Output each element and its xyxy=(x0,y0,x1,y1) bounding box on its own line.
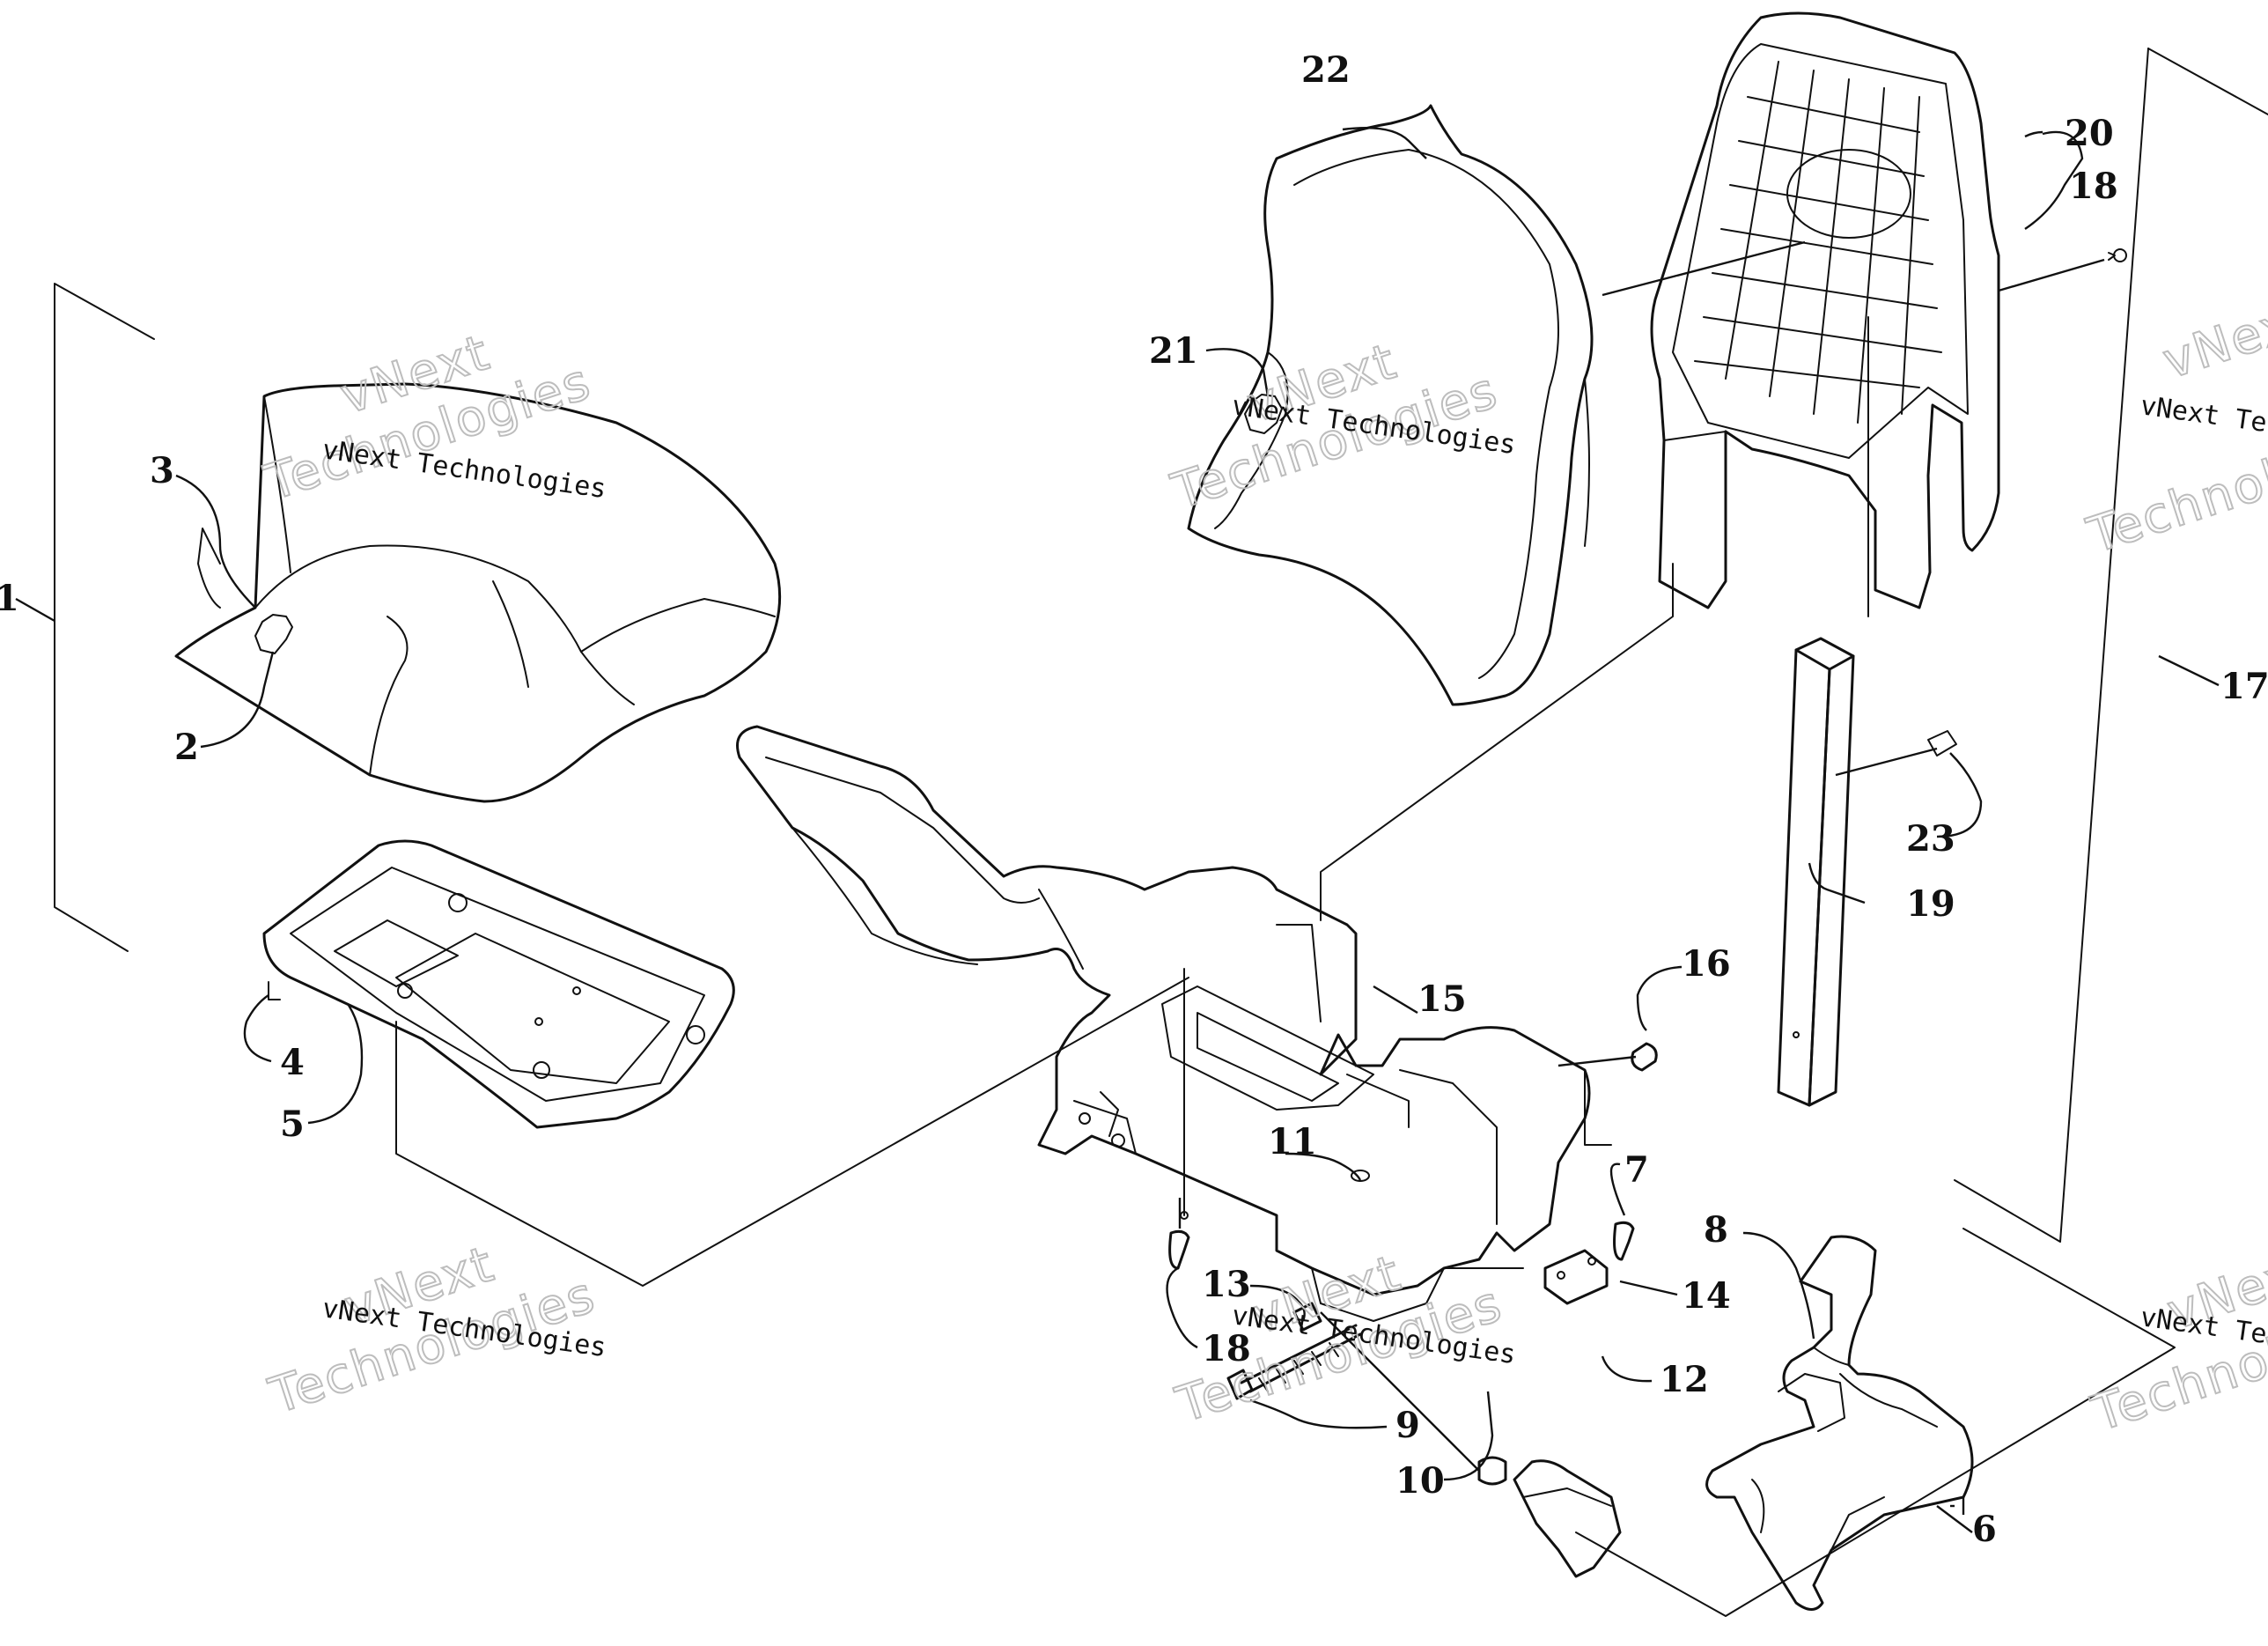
watermark-left-top: Technologies vNext vNext Technologies xyxy=(257,323,608,513)
seat-backrest xyxy=(1187,104,1806,706)
callout-10: 10 xyxy=(1395,1460,1445,1502)
seat-post xyxy=(1777,316,1957,1107)
callout-17: 17 xyxy=(2220,666,2268,707)
callout-6: 6 xyxy=(1972,1509,1997,1550)
callout-23: 23 xyxy=(1906,818,1955,860)
callout-8: 8 xyxy=(1704,1209,1728,1251)
callout-19: 19 xyxy=(1906,883,1955,925)
watermark-right-bottom: Technologies vNext vNext Technologies xyxy=(2084,1239,2268,1444)
group-bracket-1 xyxy=(15,283,155,952)
callout-12: 12 xyxy=(1660,1359,1709,1400)
watermark-right-top: Technologies vNext vNext Technologies xyxy=(2080,288,2268,566)
callout-18-bottom: 18 xyxy=(1202,1328,1251,1369)
callout-18-top: 18 xyxy=(2069,166,2118,207)
callout-3: 3 xyxy=(150,450,174,491)
callout-16: 16 xyxy=(1682,943,1731,985)
callout-5: 5 xyxy=(280,1103,305,1145)
callout-7: 7 xyxy=(1624,1149,1649,1191)
callout-15: 15 xyxy=(1418,978,1467,1020)
watermark-outline-vnext: vNext xyxy=(2156,289,2268,390)
hardware-screws xyxy=(1168,1042,1658,1578)
callout-14: 14 xyxy=(1682,1275,1731,1317)
callout-11: 11 xyxy=(1268,1121,1317,1163)
seat-frame-handle xyxy=(736,563,1674,1322)
callout-1: 1 xyxy=(0,578,19,619)
callout-labels: 1 2 3 4 5 6 7 8 9 10 11 12 13 14 15 16 1… xyxy=(0,49,2268,1550)
group-bracket-6 xyxy=(1575,1228,2176,1617)
watermark-center-top: Technologies vNext vNext Technologies xyxy=(1164,332,1517,522)
seat-cushion xyxy=(174,382,782,803)
watermark-text: vNext Technologies xyxy=(2139,390,2268,461)
callout-leaders xyxy=(175,127,2084,1533)
callout-13: 13 xyxy=(1202,1264,1251,1305)
seat-base-pan xyxy=(262,839,1189,1287)
group-bracket-17 xyxy=(1954,48,2268,1243)
foot-bar xyxy=(1705,1235,1974,1611)
backrest-frame xyxy=(1650,11,2127,609)
callout-22: 22 xyxy=(1301,49,1351,91)
watermark-left-bottom: Technologies vNext vNext Technologies xyxy=(261,1235,608,1427)
callout-9: 9 xyxy=(1395,1405,1420,1446)
callout-2: 2 xyxy=(174,727,199,768)
callout-20: 20 xyxy=(2065,113,2114,154)
callout-21: 21 xyxy=(1149,330,1198,372)
callout-4: 4 xyxy=(280,1042,305,1083)
